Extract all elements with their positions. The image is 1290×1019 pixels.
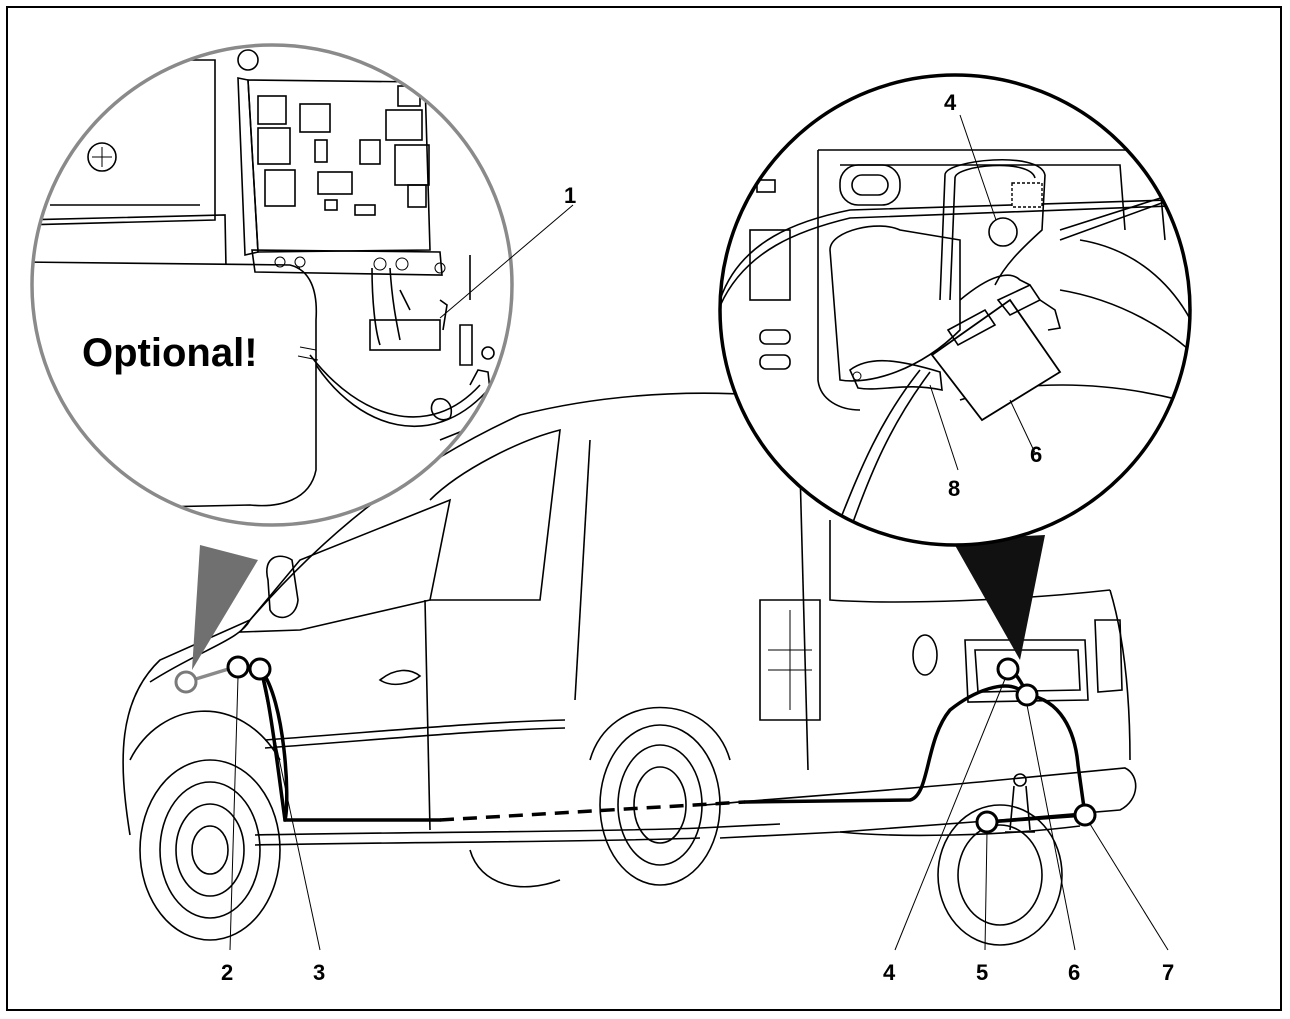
van-body	[122, 392, 1137, 846]
wheel-rear	[469, 804, 1063, 946]
callout-4: 4	[883, 960, 896, 985]
connection-point-5	[975, 810, 999, 834]
callout-4-detail: 4	[944, 90, 957, 115]
callout-2: 2	[221, 960, 233, 985]
connection-point-7	[1073, 803, 1097, 827]
connection-point-optional	[174, 670, 198, 694]
connection-point-4	[996, 657, 1020, 681]
callout-6-detail: 6	[1030, 442, 1042, 467]
optional-label: Optional!	[82, 331, 258, 375]
callout-7: 7	[1162, 960, 1174, 985]
connection-point-3	[248, 657, 272, 681]
callout-5: 5	[976, 960, 988, 985]
leader-lines	[229, 114, 1169, 951]
connection-point-6	[1015, 683, 1039, 707]
callout-8: 8	[948, 476, 960, 501]
detail-circle-rear-module	[718, 73, 1192, 547]
pointer-right-detail	[952, 535, 1045, 660]
callout-6: 6	[1068, 960, 1080, 985]
callout-1: 1	[564, 183, 576, 208]
pointer-left-detail	[192, 545, 258, 670]
wheel-middle	[589, 706, 731, 886]
detail-circle-fusebox: Optional!	[30, 43, 514, 527]
wheel-front	[129, 710, 281, 941]
callout-3: 3	[313, 960, 325, 985]
connection-point-2	[226, 655, 250, 679]
